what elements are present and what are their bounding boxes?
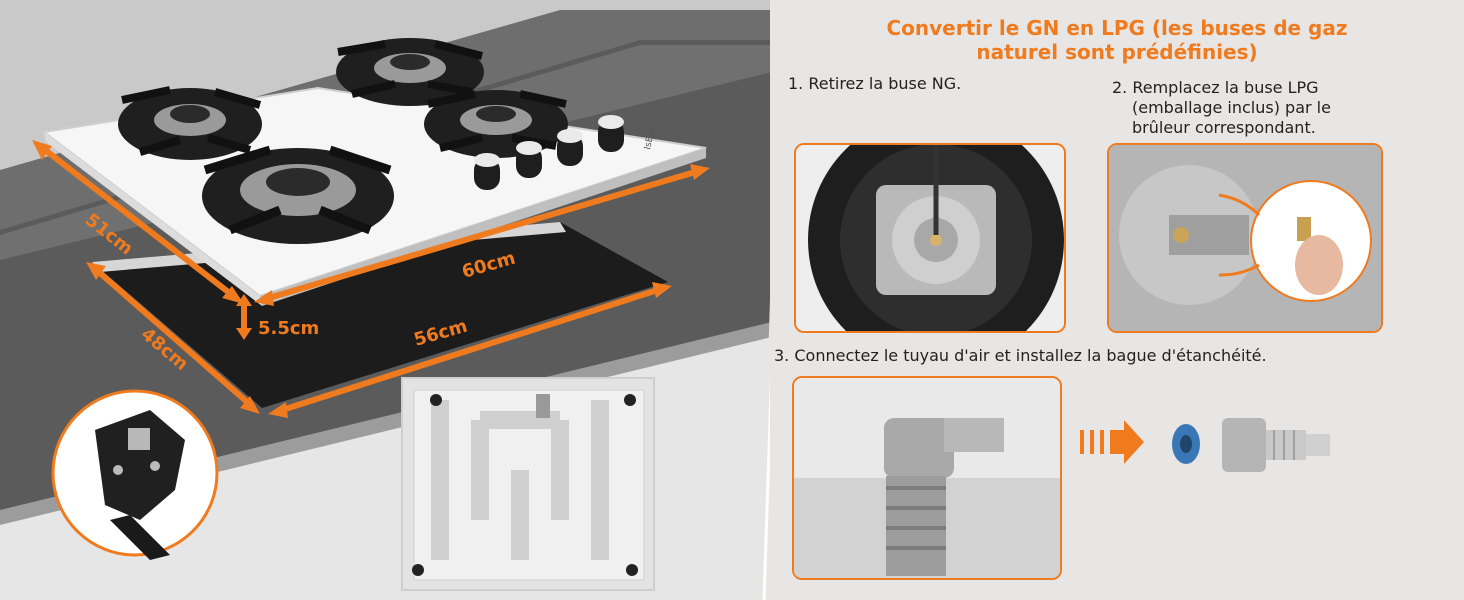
burner-back-center (336, 38, 484, 106)
burner-back-left (118, 86, 262, 160)
step-2-text-line2: (emballage inclus) par le (1132, 98, 1331, 117)
dimension-arrows (32, 140, 710, 418)
arrow-right-icon (1080, 420, 1144, 464)
conversion-instructions-panel: Convertir le GN en LPG (les buses de gaz… (770, 0, 1464, 600)
control-knobs (474, 115, 624, 190)
step-3-text: 3. Connectez le tuyau d'air et installez… (774, 346, 1267, 365)
step-2-text-line3: brûleur correspondant. (1132, 118, 1316, 137)
cooktop-underside-image (401, 377, 655, 591)
sealing-ring-icon (1172, 424, 1200, 464)
product-illustration-panel: IsEasy 51cm 60cm 5.5cm 56cm 48cm (0, 0, 780, 600)
step-2-text-line1: 2. Remplacez la buse LPG (1112, 78, 1319, 97)
step-2-photo (1107, 143, 1383, 333)
step-3-photo (792, 376, 1062, 580)
dimension-height: 5.5cm (258, 318, 319, 339)
step-1-text: 1. Retirez la buse NG. (788, 74, 962, 93)
instructions-title-line2: naturel sont prédéfinies) (976, 40, 1258, 64)
burner-back-right (424, 90, 568, 158)
power-plug-image (51, 389, 219, 560)
cooktop-scene: IsEasy 51cm 60cm 5.5cm 56cm 48cm (0, 0, 780, 600)
burner-front-left (202, 145, 394, 244)
gas-connector-icon (1222, 418, 1330, 472)
step-1-photo (794, 143, 1066, 333)
instructions-title-line1: Convertir le GN en LPG (les buses de gaz (886, 16, 1348, 40)
seal-and-connector-illustration (1080, 418, 1330, 472)
